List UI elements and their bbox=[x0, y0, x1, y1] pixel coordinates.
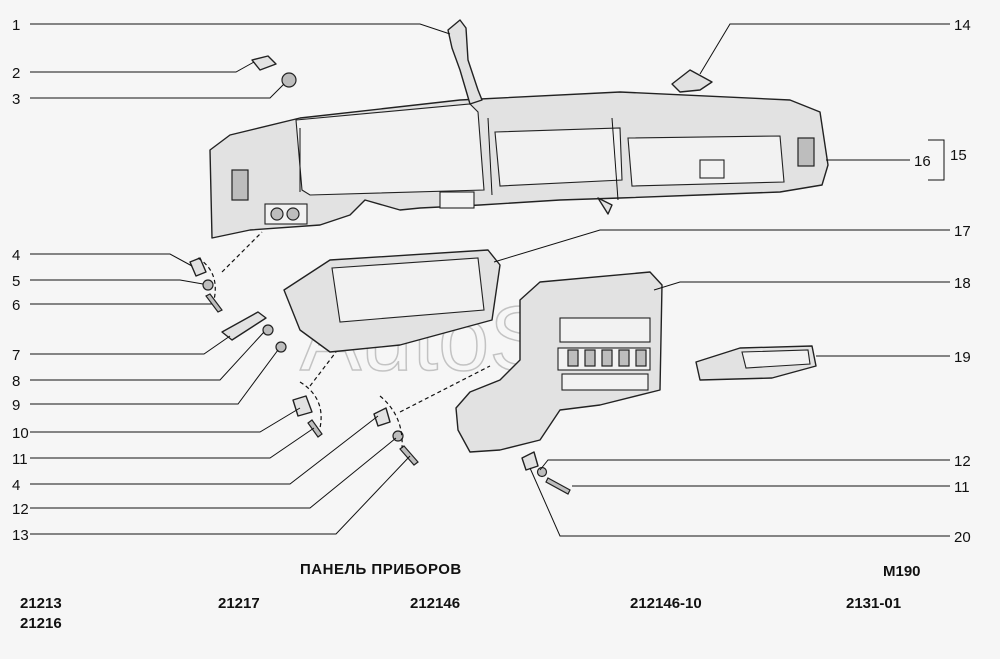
model-212146: 212146 bbox=[410, 595, 461, 612]
bracket-part-1 bbox=[447, 19, 483, 105]
bracket-part-14 bbox=[671, 69, 713, 93]
callout-11-right: 11 bbox=[954, 479, 970, 496]
model-21216: 21216 bbox=[20, 615, 62, 632]
callout-17: 17 bbox=[954, 223, 971, 240]
bracket-part-2 bbox=[251, 55, 277, 71]
callout-3: 3 bbox=[12, 91, 20, 108]
callout-4: 4 bbox=[12, 247, 20, 264]
callout-10: 10 bbox=[12, 425, 29, 442]
callout-19: 19 bbox=[954, 349, 971, 366]
callout-6: 6 bbox=[12, 297, 20, 314]
model-21217: 21217 bbox=[218, 595, 260, 612]
instrument-panel-main bbox=[209, 91, 829, 239]
callout-11: 11 bbox=[12, 451, 28, 468]
callout-8: 8 bbox=[12, 373, 20, 390]
model-212146-10: 212146-10 bbox=[630, 595, 702, 612]
callout-2: 2 bbox=[12, 65, 20, 82]
model-2131-01: 2131-01 bbox=[846, 595, 902, 612]
diagram-title: ПАНЕЛЬ ПРИБОРОВ bbox=[300, 561, 462, 578]
callout-9: 9 bbox=[12, 397, 20, 414]
small-hardware bbox=[189, 257, 571, 495]
callout-18: 18 bbox=[954, 275, 971, 292]
callout-12: 12 bbox=[12, 501, 29, 518]
model-list: 21213 21216 21217 212146 212146-10 2131-… bbox=[0, 595, 1000, 635]
leader-lines-left bbox=[30, 23, 451, 535]
callout-14: 14 bbox=[954, 17, 971, 34]
callout-13: 13 bbox=[12, 527, 29, 544]
callout-5: 5 bbox=[12, 273, 20, 290]
assembly-arrows bbox=[197, 231, 491, 449]
instrument-housing-part-17 bbox=[283, 249, 501, 353]
callouts-right: 14 15 16 17 18 19 12 11 20 bbox=[914, 17, 971, 546]
callout-4-lower: 4 bbox=[12, 477, 20, 494]
callout-1: 1 bbox=[12, 17, 20, 34]
leader-lines-right bbox=[493, 23, 950, 537]
center-console-part-18 bbox=[455, 271, 663, 453]
diagram-code: M190 bbox=[883, 563, 921, 580]
callouts-left: 1 2 3 4 5 6 7 8 9 10 11 4 12 13 bbox=[12, 17, 29, 544]
callout-7: 7 bbox=[12, 347, 20, 364]
tray-part-19 bbox=[695, 345, 817, 381]
callout-12-right: 12 bbox=[954, 453, 971, 470]
nut-part-3 bbox=[281, 72, 297, 88]
callout-20: 20 bbox=[954, 529, 971, 546]
model-21213: 21213 bbox=[20, 595, 62, 612]
callout-15: 15 bbox=[950, 147, 967, 164]
callout-16: 16 bbox=[914, 153, 931, 170]
